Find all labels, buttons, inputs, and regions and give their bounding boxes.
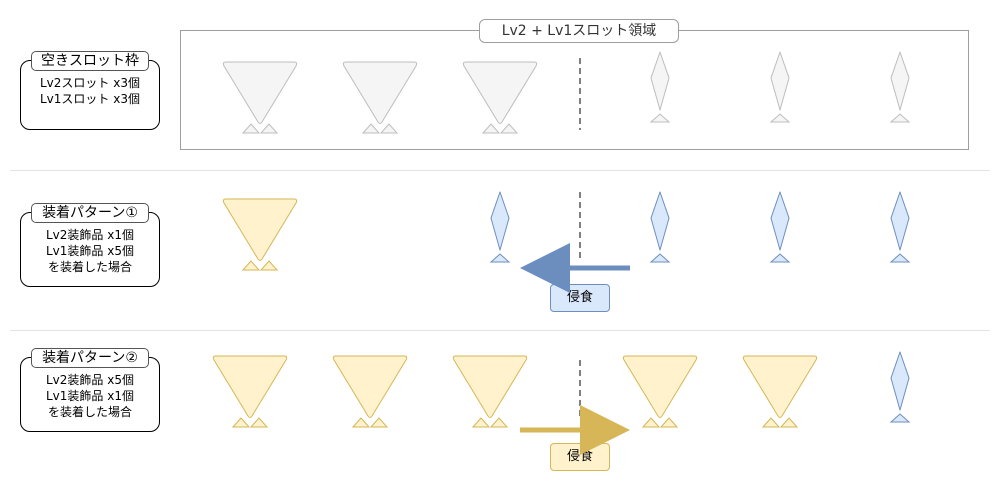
lv1-decoration — [650, 191, 670, 251]
lv2-decoration-foot — [779, 417, 799, 428]
empty-lv1-slot-foot — [889, 113, 911, 123]
lv2-decoration-foot — [351, 417, 371, 428]
note-line: を装着した場合 — [47, 260, 132, 274]
empty-lv1-slot — [650, 51, 670, 111]
pattern1-note-title: 装着パターン① — [31, 203, 149, 223]
empty-lv2-slot-foot — [361, 123, 381, 134]
lv2-decoration — [452, 355, 528, 418]
lv2-decoration-foot — [471, 417, 491, 428]
empty-lv2-slot-foot — [379, 123, 399, 134]
note-line: Lv1装飾品 x5個 — [46, 244, 134, 258]
empty-lv1-slot — [770, 51, 790, 111]
lv2-decoration — [622, 355, 698, 418]
pattern2-note-title: 装着パターン② — [31, 348, 149, 368]
empty-lv2-slot-foot — [241, 123, 261, 134]
lv2-decoration — [742, 355, 818, 418]
lv2-decoration-foot — [489, 417, 509, 428]
lv2-decoration-foot — [761, 417, 781, 428]
empty-lv2-slot — [222, 61, 298, 124]
lv2-decoration-foot — [231, 417, 251, 428]
note-line: Lv1スロット x3個 — [40, 92, 140, 106]
note-line: を装着した場合 — [47, 405, 132, 419]
empty-slot-note-title: 空きスロット枠 — [31, 51, 149, 71]
lv1-decoration — [890, 351, 910, 411]
lv1-decoration-foot — [489, 253, 511, 263]
lv2-decoration — [212, 355, 288, 418]
empty-lv2-slot — [342, 61, 418, 124]
lv2-decoration-foot — [259, 260, 279, 271]
empty-lv2-slot-foot — [499, 123, 519, 134]
lv1-decoration — [490, 191, 510, 251]
empty-lv2-slot-foot — [259, 123, 279, 134]
note-line: Lv2装飾品 x1個 — [46, 228, 134, 242]
lv1-decoration-foot — [769, 253, 791, 263]
lv2-decoration-foot — [641, 417, 661, 428]
lv2-decoration-foot — [249, 417, 269, 428]
lv1-decoration-foot — [649, 253, 671, 263]
empty-lv2-slot-foot — [481, 123, 501, 134]
note-line: Lv2スロット x3個 — [40, 76, 140, 90]
lv1-decoration — [770, 191, 790, 251]
lv2-decoration-foot — [369, 417, 389, 428]
empty-slot-note: 空きスロット枠 Lv2スロット x3個 Lv1スロット x3個 — [20, 51, 160, 130]
empty-lv1-slot — [890, 51, 910, 111]
lv1-decoration-foot — [889, 253, 911, 263]
row-separator — [10, 330, 990, 331]
note-line: Lv1装飾品 x1個 — [46, 389, 134, 403]
lv2-decoration-foot — [241, 260, 261, 271]
empty-lv1-slot-foot — [769, 113, 791, 123]
lv2-decoration — [222, 198, 298, 261]
slot-region-title: Lv2 + Lv1スロット領域 — [479, 19, 679, 43]
lv1-decoration-foot — [889, 413, 911, 423]
empty-lv2-slot — [462, 61, 538, 124]
row-separator — [10, 170, 990, 171]
lv2-decoration-foot — [659, 417, 679, 428]
erosion-label-pattern1: 侵食 — [550, 284, 610, 312]
pattern2-note: 装着パターン② Lv2装飾品 x5個 Lv1装飾品 x1個 を装着した場合 — [20, 348, 160, 432]
lv2-decoration — [332, 355, 408, 418]
pattern1-note: 装着パターン① Lv2装飾品 x1個 Lv1装飾品 x5個 を装着した場合 — [20, 203, 160, 287]
empty-lv1-slot-foot — [649, 113, 671, 123]
lv1-decoration — [890, 191, 910, 251]
note-line: Lv2装飾品 x5個 — [46, 373, 134, 387]
